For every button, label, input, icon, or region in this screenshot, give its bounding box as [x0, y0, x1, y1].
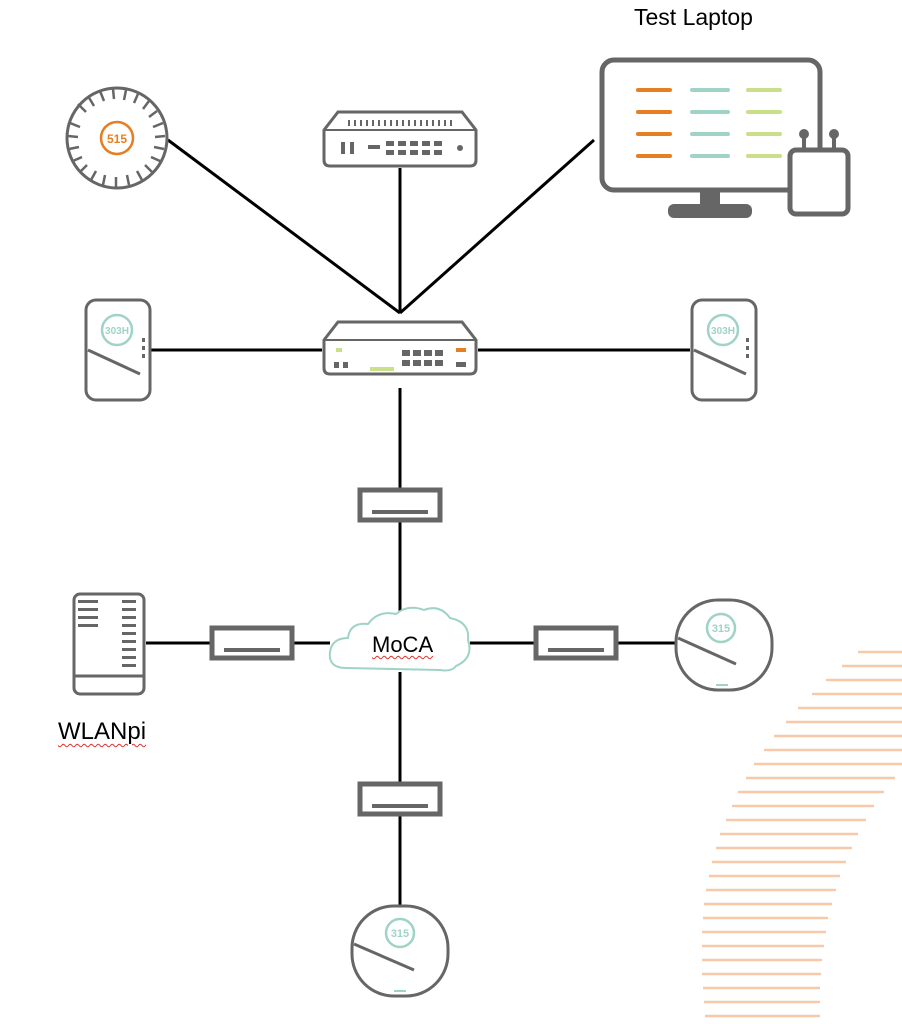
- wlanpi-device: [72, 592, 146, 696]
- moca-adapter-left: [209, 625, 295, 661]
- ap-315-bottom-label: 315: [391, 928, 409, 940]
- ap-315-right-label: 315: [712, 623, 730, 635]
- connection-lines: [146, 138, 750, 906]
- moca-adapter-right: [533, 625, 619, 661]
- access-point-303h-left: 303H: [84, 298, 152, 402]
- usb-adapter-icon: [787, 129, 851, 217]
- access-point-515: 515: [65, 86, 169, 190]
- ap-303h-right-label: 303H: [711, 326, 735, 337]
- access-point-303h-right: 303H: [690, 298, 758, 402]
- wlanpi-label: WLANpi: [58, 718, 147, 745]
- test-laptop-label: Test Laptop: [634, 4, 753, 30]
- router-device: [322, 110, 478, 168]
- access-point-315-bottom: 315: [350, 904, 450, 998]
- test-laptop-icon: [599, 57, 851, 218]
- central-switch: [322, 320, 478, 376]
- link-laptop-switch: [399, 138, 595, 315]
- moca-label: MoCA: [372, 632, 434, 657]
- ap-515-label: 515: [107, 132, 127, 146]
- moca-cloud: [328, 606, 471, 672]
- link-ap515-switch: [167, 138, 401, 315]
- background-striped-arc: [702, 650, 902, 1018]
- ap-303h-left-label: 303H: [105, 326, 129, 337]
- moca-adapter-bottom: [357, 781, 443, 817]
- access-point-315-right: 315: [674, 598, 774, 692]
- moca-adapter-top: [357, 487, 443, 523]
